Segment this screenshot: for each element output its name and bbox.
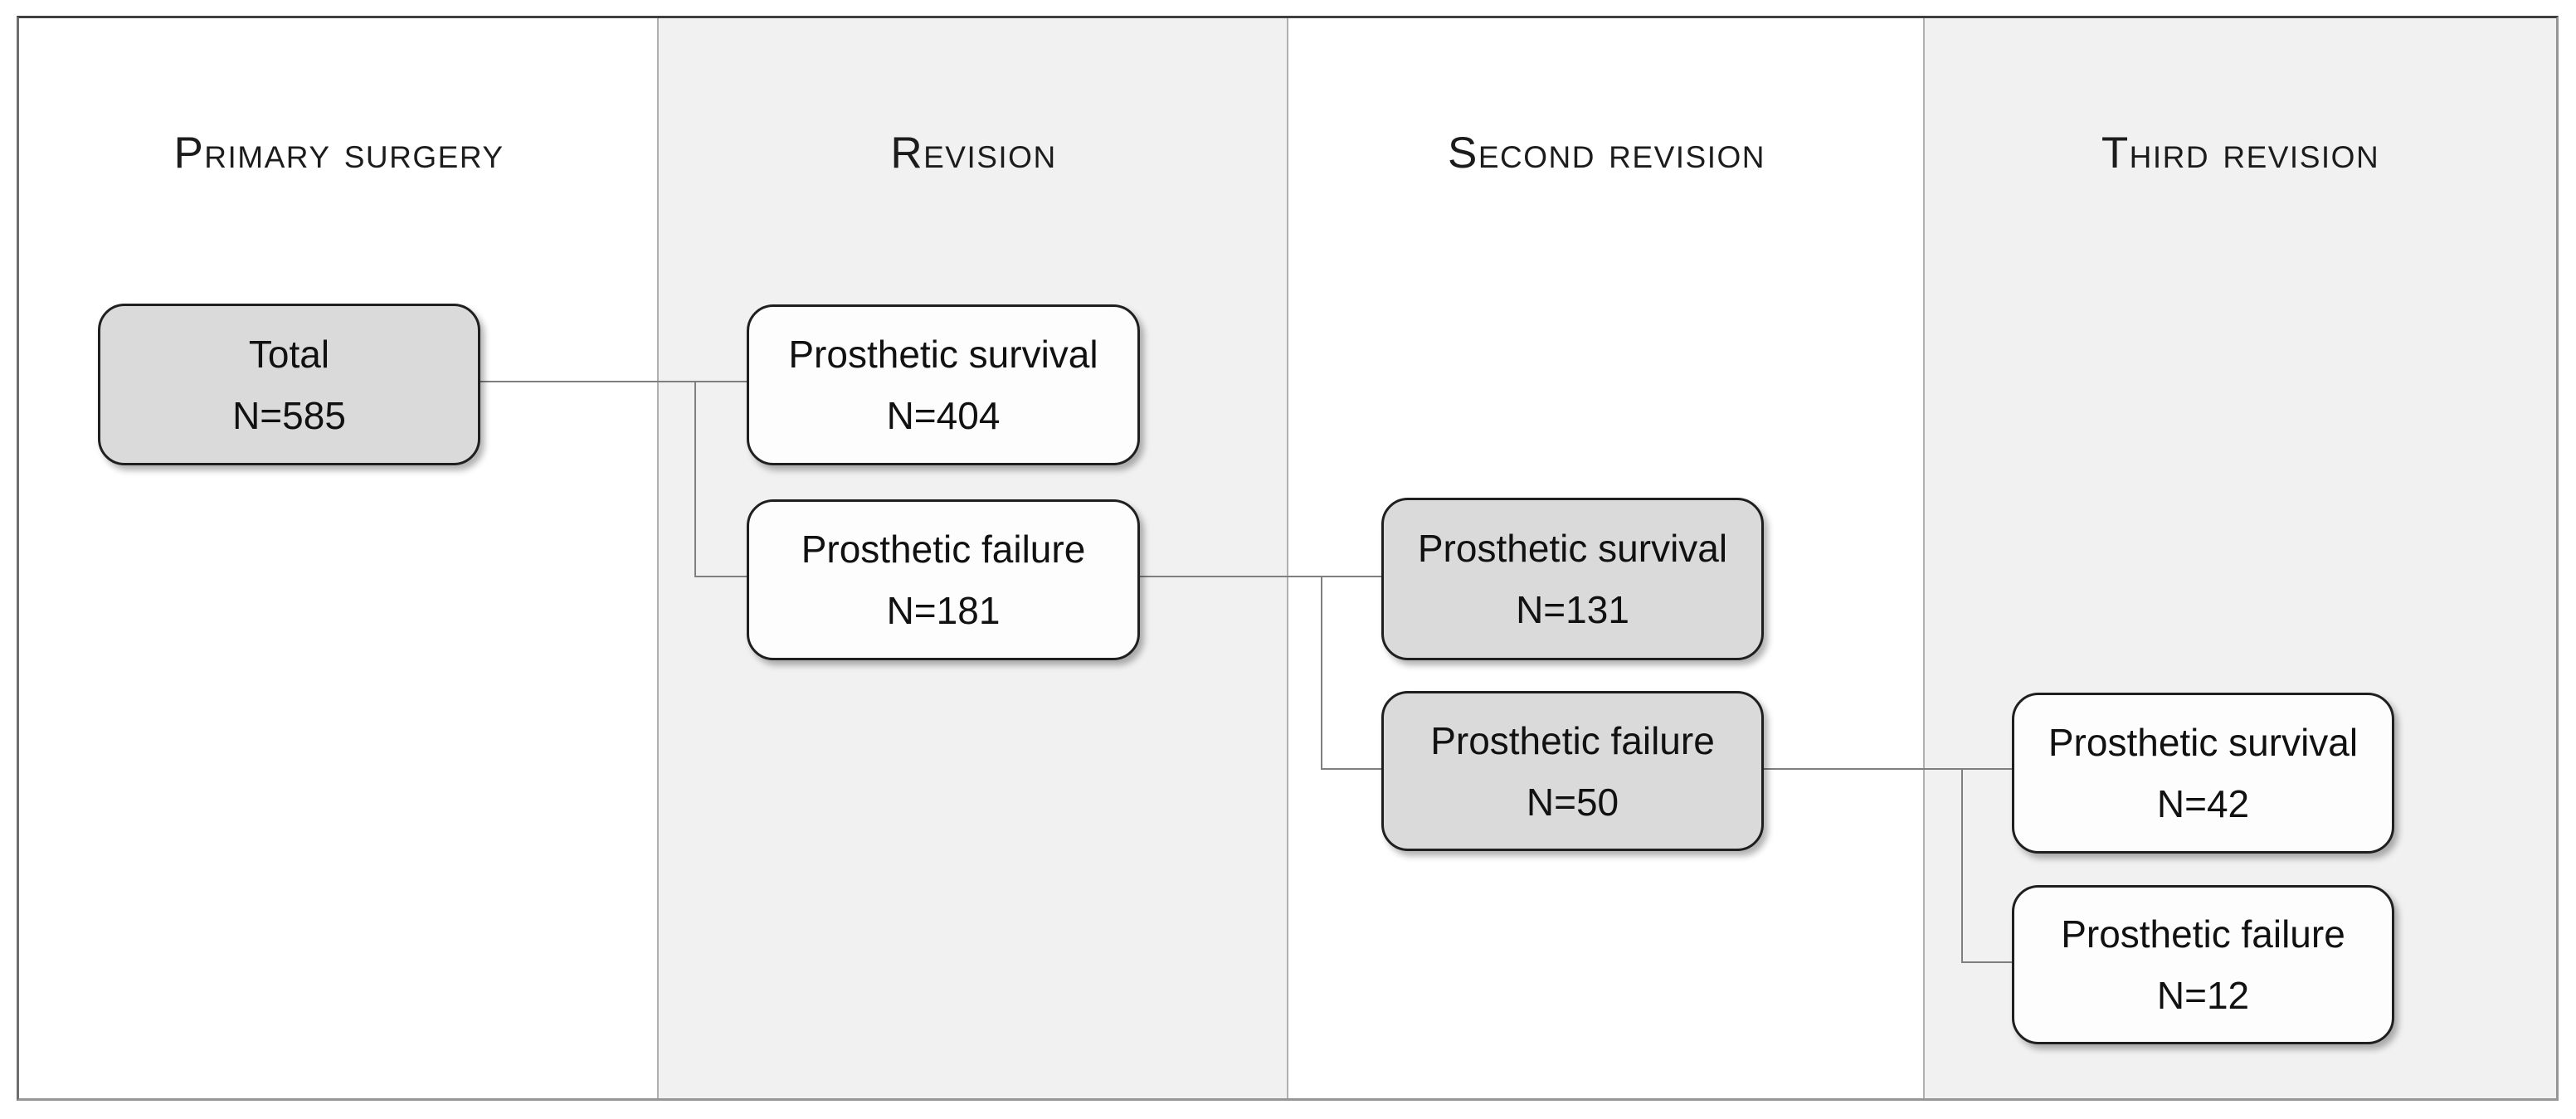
diagram-frame: Primary surgery Revision Second revision… <box>17 16 2559 1101</box>
node-count: N=50 <box>1526 780 1619 824</box>
flow-node-total: Total N=585 <box>98 304 480 465</box>
node-count: N=131 <box>1516 588 1629 631</box>
connector-line <box>1759 768 2013 770</box>
node-label: Prosthetic failure <box>2061 912 2345 956</box>
node-label: Total <box>248 332 330 376</box>
column-header-primary-surgery: Primary surgery <box>173 129 504 178</box>
node-count: N=585 <box>232 393 346 437</box>
connector-line <box>1321 576 1322 770</box>
node-count: N=12 <box>2156 974 2250 1017</box>
flow-node-third-revision-survival: Prosthetic survival N=42 <box>2012 693 2394 854</box>
node-label: Prosthetic failure <box>801 528 1086 571</box>
column-separator <box>1287 18 1288 1098</box>
column-separator <box>657 18 659 1098</box>
flow-node-revision-failure: Prosthetic failure N=181 <box>747 499 1140 660</box>
column-header-second-revision: Second revision <box>1447 129 1765 178</box>
connector-line <box>475 381 747 382</box>
connector-line <box>1961 961 2013 963</box>
connector-line <box>694 381 696 577</box>
node-label: Prosthetic failure <box>1430 718 1715 762</box>
node-label: Prosthetic survival <box>2048 721 2359 764</box>
column-separator <box>1923 18 1925 1098</box>
connector-line <box>1135 576 1382 577</box>
connector-line <box>694 576 747 577</box>
flow-node-revision-survival: Prosthetic survival N=404 <box>747 304 1140 465</box>
connector-line <box>1961 768 1963 963</box>
connector-line <box>1321 768 1382 770</box>
column-header-third-revision: Third revision <box>2101 129 2380 178</box>
node-label: Prosthetic survival <box>1417 527 1728 570</box>
node-label: Prosthetic survival <box>788 333 1098 376</box>
flow-node-second-revision-survival: Prosthetic survival N=131 <box>1381 498 1764 660</box>
column-primary-surgery: Primary surgery <box>19 18 659 1098</box>
column-header-revision: Revision <box>890 129 1057 178</box>
node-count: N=42 <box>2156 782 2250 825</box>
flow-node-second-revision-failure: Prosthetic failure N=50 <box>1381 691 1764 851</box>
node-count: N=181 <box>886 589 1001 632</box>
node-count: N=404 <box>886 394 1001 437</box>
flow-node-third-revision-failure: Prosthetic failure N=12 <box>2012 885 2394 1044</box>
